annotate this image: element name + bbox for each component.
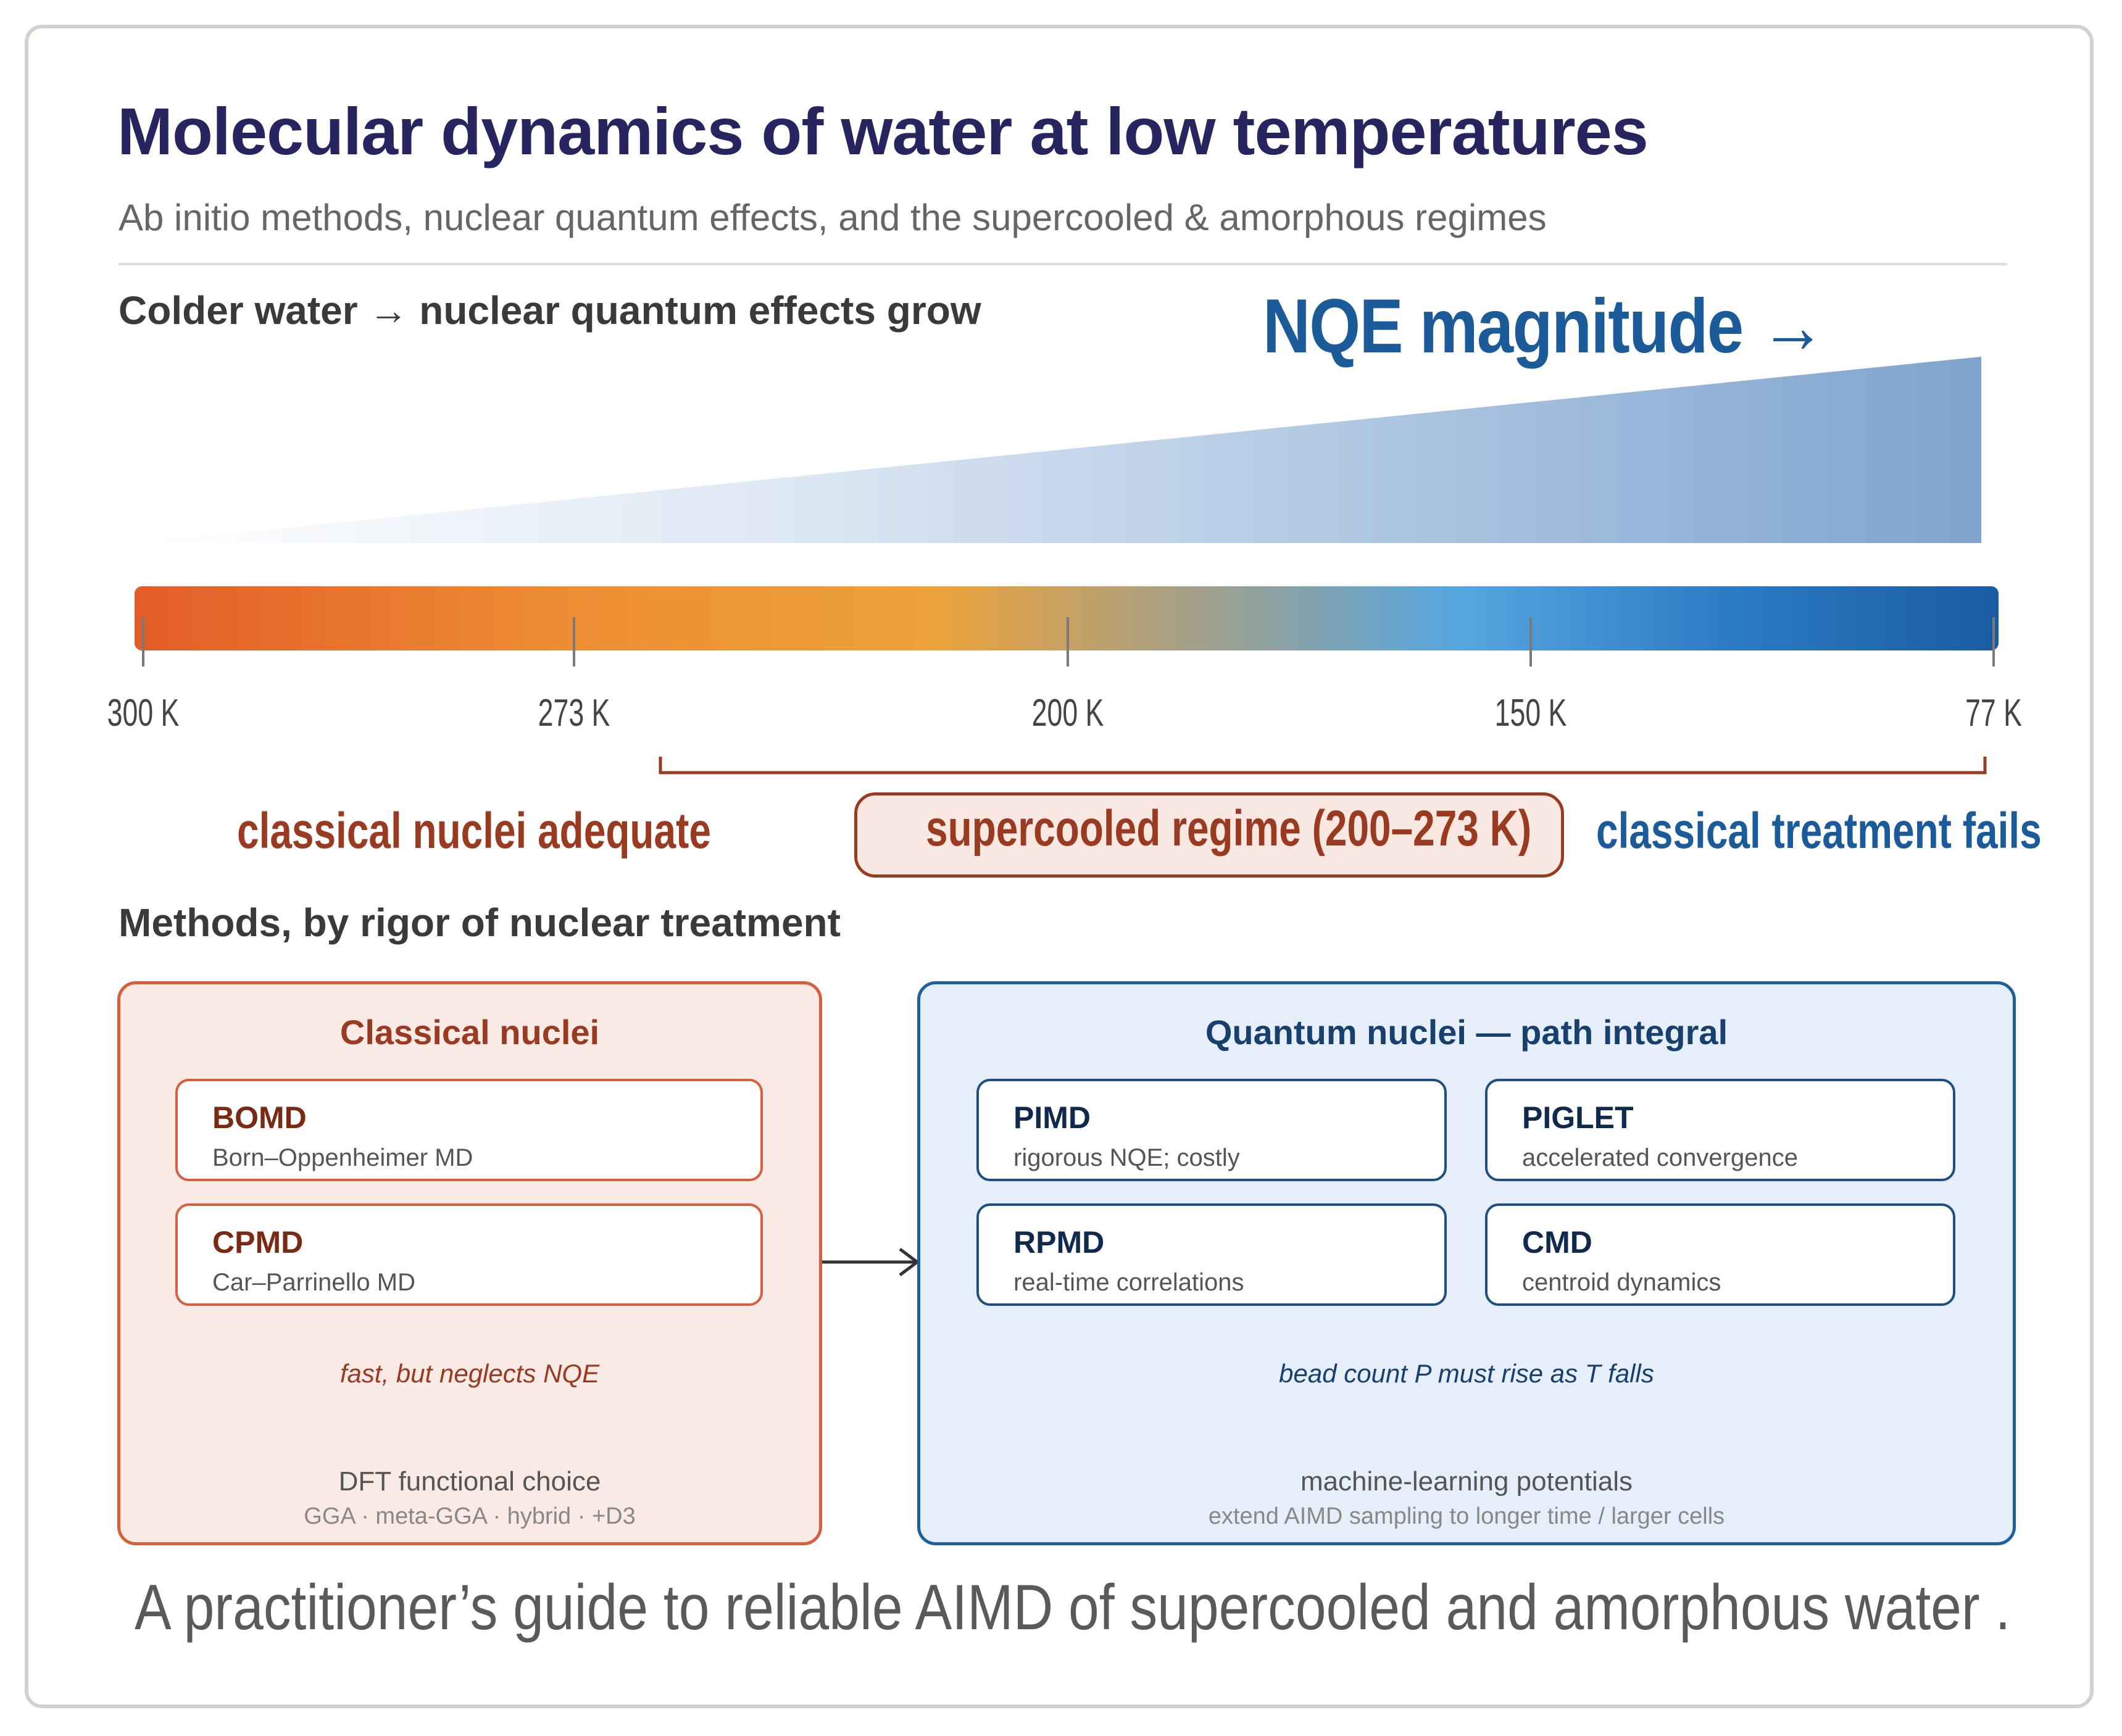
- tick-200k: [1067, 617, 1069, 667]
- card-pimd: PIMD rigorous NQE; costly: [976, 1079, 1447, 1181]
- tick-77k: [1992, 617, 1995, 667]
- cold-range-bracket: [659, 757, 1987, 775]
- tick-273k: [573, 617, 575, 667]
- card-piglet-name: PIGLET: [1522, 1100, 1634, 1135]
- nqe-magnitude-label: NQE magnitude →: [1263, 284, 1826, 369]
- card-cpmd: CPMD Car–Parrinello MD: [175, 1203, 763, 1306]
- regime-classical-fails: classical treatment fails: [1596, 803, 2042, 859]
- quantum-panel-title: Quantum nuclei — path integral: [1205, 1013, 1728, 1052]
- quantum-note: bead count P must rise as T falls: [1279, 1359, 1654, 1388]
- quantum-footer-main: machine-learning potentials: [1300, 1466, 1633, 1497]
- card-rpmd: RPMD real-time correlations: [976, 1203, 1447, 1306]
- page-title: Molecular dynamics of water at low tempe…: [117, 94, 1649, 168]
- quantum-footer-sub: extend AIMD sampling to longer time / la…: [1208, 1503, 1725, 1529]
- nqe-wedge: [137, 357, 1981, 543]
- regime-classical-adequate: classical nuclei adequate: [237, 803, 711, 859]
- tick-label-150k: 150 K: [1494, 692, 1567, 734]
- card-cmd-name: CMD: [1522, 1225, 1592, 1260]
- bracket-line: [659, 757, 1987, 775]
- card-bomd: BOMD Born–Oppenheimer MD: [175, 1079, 763, 1181]
- tick-label-200k: 200 K: [1031, 692, 1104, 734]
- card-cpmd-name: CPMD: [212, 1225, 304, 1260]
- tick-300k: [142, 617, 144, 667]
- regime-supercooled-label: supercooled regime (200–273 K): [926, 800, 1532, 857]
- card-piglet: PIGLET accelerated convergence: [1485, 1079, 1955, 1181]
- card-cpmd-desc: Car–Parrinello MD: [212, 1269, 415, 1296]
- page-subtitle: Ab initio methods, nuclear quantum effec…: [119, 197, 1547, 238]
- tagline: A practitioner’s guide to reliable AIMD …: [135, 1572, 2011, 1643]
- methods-section-heading: Methods, by rigor of nuclear treatment: [119, 900, 841, 945]
- classical-panel-title: Classical nuclei: [339, 1013, 600, 1052]
- classical-footer-sub: GGA · meta-GGA · hybrid · +D3: [304, 1503, 636, 1529]
- card-cmd: CMD centroid dynamics: [1485, 1203, 1955, 1306]
- classical-to-quantum-arrow: [822, 1248, 920, 1276]
- tick-label-300k: 300 K: [107, 692, 180, 734]
- card-bomd-desc: Born–Oppenheimer MD: [212, 1144, 473, 1171]
- card-cmd-desc: centroid dynamics: [1522, 1269, 1721, 1296]
- tick-150k: [1529, 617, 1532, 667]
- card-pimd-desc: rigorous NQE; costly: [1013, 1144, 1240, 1171]
- tick-label-77k: 77 K: [1965, 692, 2022, 734]
- supercooled-regime-box: [854, 792, 1564, 878]
- card-rpmd-name: RPMD: [1013, 1225, 1105, 1260]
- card-rpmd-desc: real-time correlations: [1013, 1269, 1244, 1296]
- card-piglet-desc: accelerated convergence: [1522, 1144, 1798, 1171]
- nqe-wedge-shape: [137, 357, 1981, 543]
- card-bomd-name: BOMD: [212, 1100, 307, 1135]
- classical-footer-main: DFT functional choice: [338, 1466, 601, 1497]
- header-divider: [119, 263, 2007, 265]
- tick-label-273k: 273 K: [538, 692, 610, 734]
- temperature-section-heading: Colder water → nuclear quantum effects g…: [119, 288, 981, 333]
- card-pimd-name: PIMD: [1013, 1100, 1091, 1135]
- classical-note: fast, but neglects NQE: [339, 1359, 600, 1388]
